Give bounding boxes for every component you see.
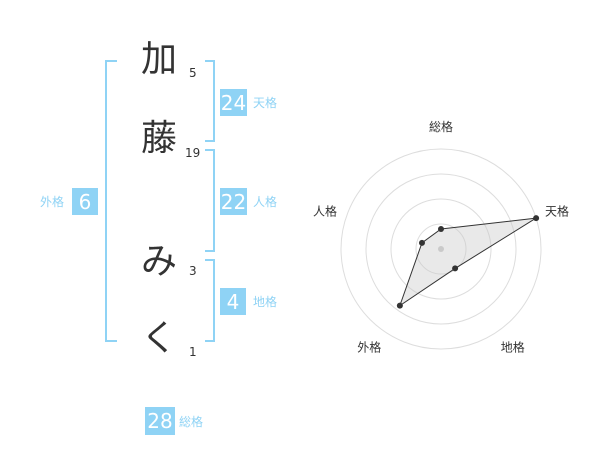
radar-ring-3 [365,173,517,325]
name-char-3: み [141,241,178,282]
tenkaku-value: 24 [220,89,247,116]
jinkaku-bracket [205,149,215,252]
stroke-count-1: 5 [189,66,197,80]
radar-point-5 [418,239,425,246]
stroke-count-4: 1 [189,345,197,359]
gaikaku-label: 外格 [40,195,65,209]
stroke-count-2: 19 [185,146,201,160]
soukaku-label: 総格 [179,415,204,429]
name-char-1: 加 [141,39,178,80]
radar-series-polygon [398,217,537,307]
radar-point-1 [438,226,444,232]
radar-center-dot [438,246,444,252]
soukaku-value: 28 [145,407,175,435]
jinkaku-label: 人格 [253,195,278,209]
gaikaku-value: 6 [72,188,98,215]
stroke-count-3: 3 [189,264,197,278]
jinkaku-value: 22 [220,188,247,215]
radar-ring-1 [415,223,467,275]
tenkaku-bracket [205,60,215,142]
name-char-4: く [141,318,178,359]
radar-axis-label-4: 外格 [357,340,381,355]
radar-ring-2 [390,198,492,300]
chikaku-label: 地格 [253,295,278,309]
radar-point-3 [452,265,459,272]
radar-ring-4 [340,148,542,350]
chikaku-value: 4 [220,288,246,315]
radar-axis-label-3: 地格 [501,340,525,355]
gaikaku-bracket [105,60,117,342]
name-char-2: 藤 [141,118,178,159]
radar-axis-label-1: 総格 [429,119,453,134]
radar-axis-label-2: 天格 [545,203,569,218]
radar-point-4 [396,302,403,309]
radar-axis-label-5: 人格 [313,203,337,218]
tenkaku-label: 天格 [253,96,278,110]
chikaku-bracket [205,259,215,342]
radar-point-2 [533,215,540,222]
